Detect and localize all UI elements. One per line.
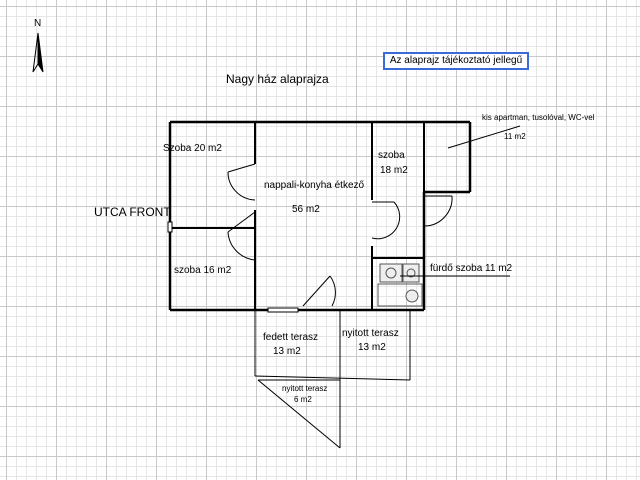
room-apartman-area: 11 m2 — [504, 132, 526, 141]
doors — [227, 163, 453, 307]
terrace-fedett-name: fedett terasz — [263, 332, 319, 343]
bathroom-fixtures — [377, 263, 423, 307]
disclaimer-note: Az alaprajz tájékoztató jellegű — [383, 52, 529, 70]
terrace-nyitott-2-area: 6 m2 — [294, 395, 312, 404]
compass-north-arrow-icon — [32, 32, 44, 73]
street-front-label: UTCA FRONT — [94, 205, 171, 219]
terrace-nyitott-1-name: nyitott terasz — [342, 328, 399, 339]
room-furdo: fürdő szoba 11 m2 — [430, 263, 513, 274]
windows — [167, 221, 299, 313]
compass-label: N — [34, 18, 42, 29]
terrace-nyitott-2-name: nyitott terasz — [282, 384, 328, 393]
leader-lines — [400, 125, 521, 277]
room-nappali-name: nappali-konyha étkező — [264, 180, 365, 191]
terrace-fedett-area: 13 m2 — [273, 346, 301, 357]
terraces — [254, 310, 411, 449]
outer-walls — [168, 120, 472, 312]
room-szoba-18-area: 18 m2 — [380, 165, 408, 176]
terrace-nyitott-1-area: 13 m2 — [358, 342, 386, 353]
room-szoba-18-name: szoba — [378, 150, 405, 161]
room-szoba-16: szoba 16 m2 — [174, 265, 232, 276]
plan-title: Nagy ház alaprajza — [226, 72, 329, 86]
room-apartman-name: kis apartman, tusolóval, WC-vel — [482, 113, 595, 122]
room-szoba-20: Szoba 20 m2 — [163, 143, 222, 154]
room-nappali-area: 56 m2 — [292, 204, 320, 215]
